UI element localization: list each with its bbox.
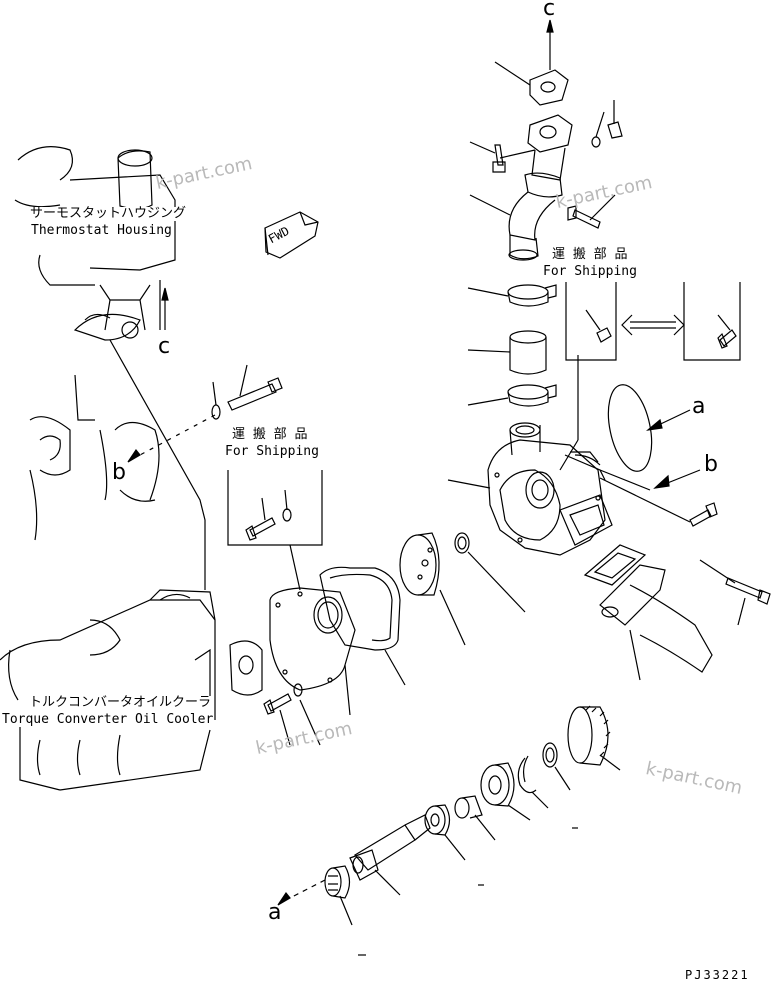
pulley-hub <box>568 706 620 770</box>
bolt-lower-left <box>264 684 320 745</box>
shipping-box-right-1 <box>560 282 616 470</box>
shipping-label-right-jp: 運 搬 部 品 <box>552 247 628 262</box>
pump-cover-gasket <box>320 567 405 715</box>
top-bolt-middle <box>568 195 615 228</box>
leader-line-left <box>110 340 205 590</box>
thermostat-housing-label-en: Thermostat Housing <box>31 223 172 238</box>
cooler-gasket <box>230 641 262 695</box>
water-pump-body <box>448 423 612 555</box>
thermostat-housing-outline <box>15 147 175 340</box>
torque-converter-label-jp: トルクコンバータオイルクーラ <box>29 695 212 710</box>
top-outlet-fitting <box>525 115 572 197</box>
drawing-code: PJ33221 <box>685 968 750 982</box>
torque-converter-cooler-outline <box>0 590 215 790</box>
elbow-gasket <box>585 545 645 585</box>
snap-ring <box>518 756 548 808</box>
ref-b-left: b <box>112 460 126 485</box>
ref-a-right: a <box>692 394 706 419</box>
ref-a-bottom: a <box>268 900 282 925</box>
bolt-elbow <box>700 560 770 625</box>
top-elbow-hose <box>470 192 555 260</box>
top-bolt-right <box>592 100 622 147</box>
ref-c-left: c <box>158 334 171 359</box>
shipping-box-center <box>225 470 322 590</box>
hose-clamp-lower <box>468 385 556 406</box>
top-gasket <box>495 62 568 105</box>
roller-bearing <box>325 866 352 925</box>
impeller-disc <box>400 533 465 645</box>
arrow-c-top <box>547 20 553 70</box>
hose-sleeve <box>468 331 546 374</box>
hose-clamp-upper <box>468 285 556 306</box>
bearing-spacer <box>455 796 495 840</box>
fwd-arrow-block <box>265 212 318 258</box>
shipping-label-center-en: For Shipping <box>225 444 319 459</box>
shipping-label-center-jp: 運 搬 部 品 <box>232 427 308 442</box>
arrow-c-left <box>162 288 168 330</box>
shipping-label-right-en: For Shipping <box>543 264 637 279</box>
double-arrow <box>622 315 684 335</box>
ball-bearing-small <box>425 805 465 860</box>
elbow-pipe <box>600 565 712 680</box>
bolt-left <box>212 365 282 419</box>
ref-c-top: c <box>543 0 556 21</box>
shipping-box-right-2 <box>684 282 740 360</box>
top-bolt-left <box>470 142 535 172</box>
arrow-b-left <box>128 415 215 462</box>
seal-ring <box>455 533 525 612</box>
bolt-pump-right <box>600 478 717 526</box>
ref-b-right: b <box>704 452 718 477</box>
arrow-b-right <box>600 470 700 490</box>
pump-shaft <box>350 815 430 895</box>
ball-bearing-large <box>481 763 530 820</box>
engine-block-left-sketch <box>30 375 159 540</box>
o-ring-a <box>601 381 690 475</box>
thermostat-housing-label-jp: サーモスタットハウジング <box>30 206 187 221</box>
pump-cover-plate <box>270 588 355 690</box>
spacer-ring <box>543 743 570 790</box>
torque-converter-label-en: Torque Converter Oil Cooler <box>2 712 214 727</box>
arrow-a-bottom <box>278 880 325 905</box>
